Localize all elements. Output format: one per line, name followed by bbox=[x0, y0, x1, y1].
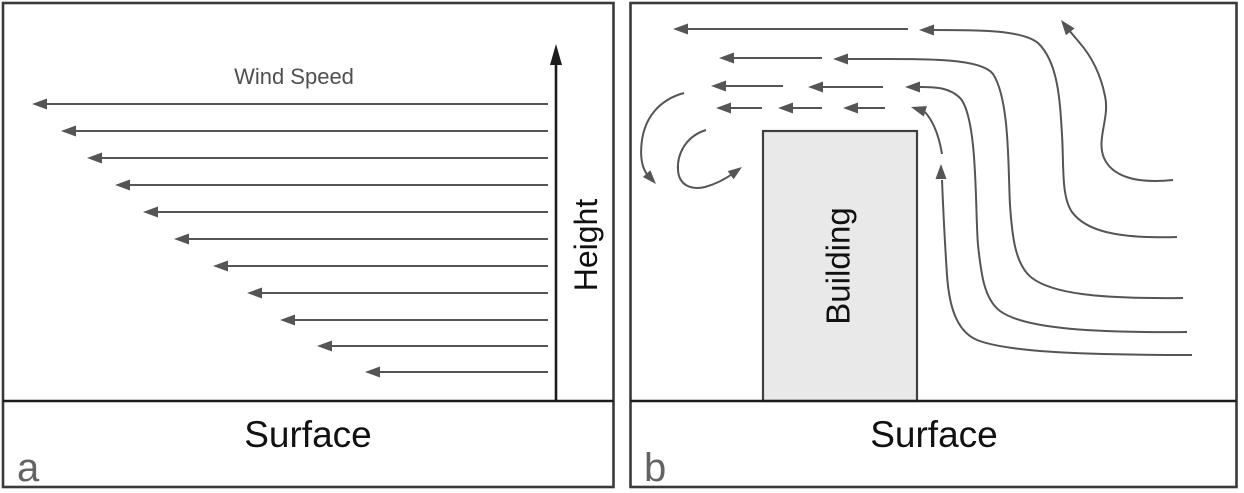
vortex-path bbox=[676, 129, 736, 189]
arrowhead bbox=[711, 80, 726, 92]
arrowhead bbox=[317, 340, 332, 352]
arrowhead bbox=[642, 170, 656, 184]
building-rect bbox=[761, 129, 919, 403]
arrowhead bbox=[115, 179, 130, 191]
panel-a-frame bbox=[1, 1, 615, 489]
streamline-path bbox=[941, 179, 1193, 356]
arrowhead bbox=[280, 314, 295, 326]
streamline-path bbox=[919, 86, 1188, 334]
streamline-path bbox=[924, 111, 943, 155]
building bbox=[761, 129, 919, 403]
arrowhead bbox=[778, 102, 793, 114]
wind-profile-arrows bbox=[32, 98, 548, 378]
arrowhead bbox=[808, 81, 823, 93]
arrowhead bbox=[727, 167, 742, 180]
height-axis bbox=[550, 44, 562, 401]
arrowhead bbox=[143, 206, 158, 218]
roof-arrows bbox=[673, 23, 908, 114]
wind-speed-label: Wind Speed bbox=[234, 64, 354, 89]
vortex-arrows bbox=[640, 92, 742, 189]
arrowhead bbox=[174, 233, 189, 245]
arrowhead bbox=[673, 23, 688, 35]
arrowhead bbox=[911, 106, 927, 117]
streamline-path bbox=[933, 29, 1178, 239]
arrowhead bbox=[919, 24, 934, 36]
arrowhead bbox=[833, 53, 848, 65]
arrowhead bbox=[1061, 20, 1075, 36]
arrowhead bbox=[32, 98, 47, 110]
arrowhead bbox=[905, 81, 920, 93]
arrowhead bbox=[935, 164, 947, 179]
height-axis-label: Height bbox=[568, 199, 604, 292]
panel-b-frame bbox=[629, 1, 1238, 489]
corner-label-b: b bbox=[644, 446, 666, 490]
building-label: Building bbox=[820, 207, 857, 324]
corner-label-a: a bbox=[17, 446, 40, 490]
streamline-path bbox=[1067, 28, 1174, 182]
streamlines bbox=[833, 20, 1193, 356]
arrowhead bbox=[719, 52, 734, 64]
arrowhead bbox=[365, 366, 380, 378]
arrowhead bbox=[716, 102, 731, 114]
streamline-path bbox=[847, 57, 1184, 300]
arrowhead bbox=[213, 260, 228, 272]
surface-label-a: Surface bbox=[244, 414, 372, 455]
arrowhead bbox=[843, 102, 858, 114]
arrowhead bbox=[61, 125, 76, 137]
arrowhead bbox=[247, 287, 262, 299]
arrowhead bbox=[550, 44, 562, 65]
surface-label-b: Surface bbox=[870, 414, 998, 455]
vortex-path bbox=[640, 92, 685, 179]
arrowhead bbox=[87, 152, 102, 164]
